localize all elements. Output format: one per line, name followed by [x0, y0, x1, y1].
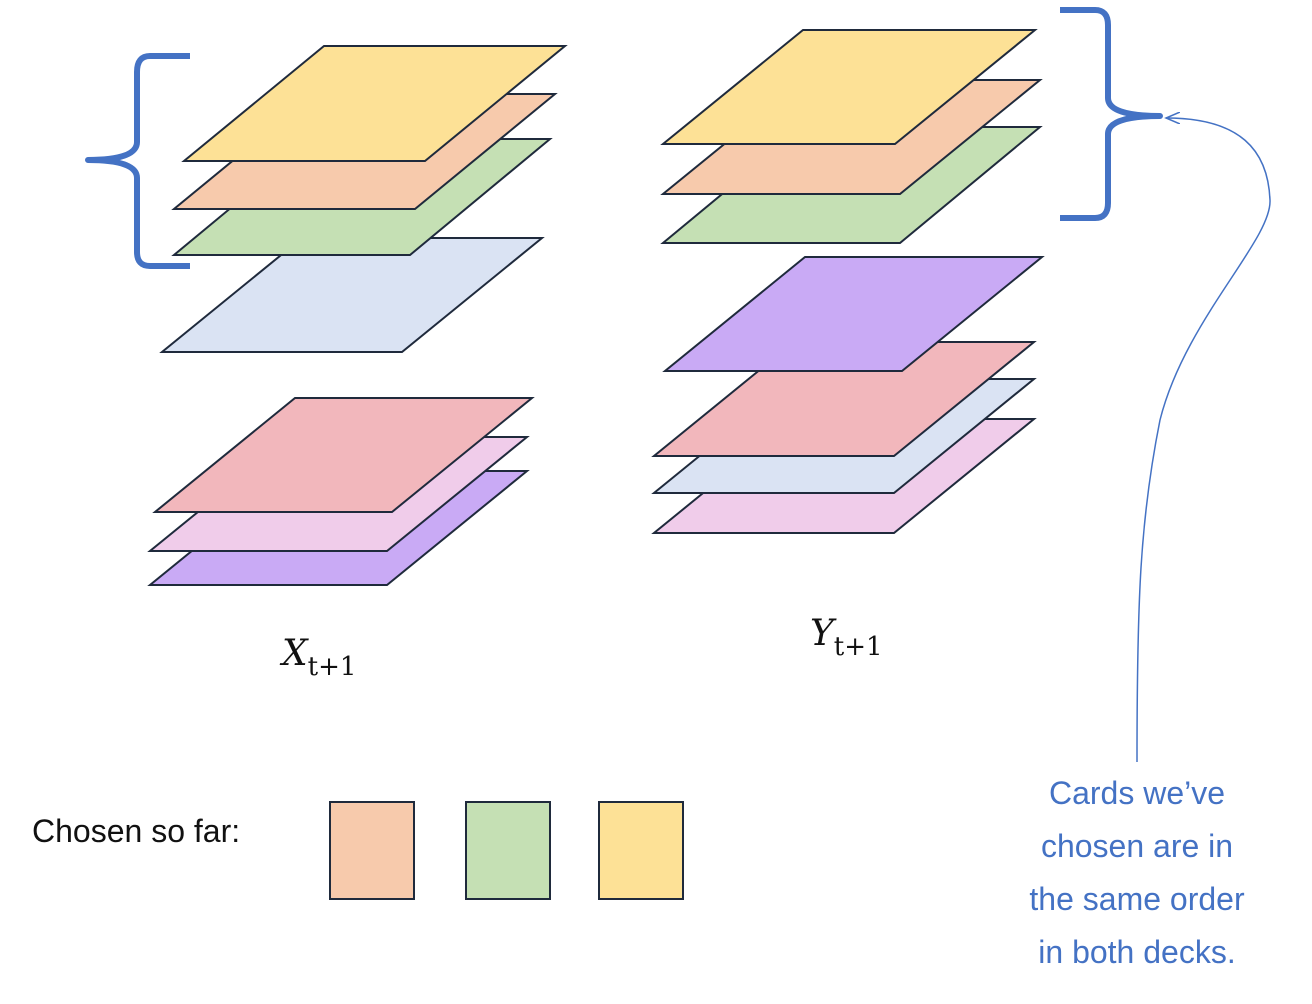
chosen-card-yellow [598, 801, 684, 900]
chosen-card-peach [329, 801, 415, 900]
chosen-label: Chosen so far: [32, 813, 240, 849]
deck-y-top-bracket [1060, 7, 1163, 221]
deck-y-card-purple [662, 256, 1045, 372]
annotation-arrow [1136, 118, 1271, 763]
chosen-card-green [465, 801, 551, 900]
deck-y-label: Yt+1 [810, 613, 883, 662]
deck-x-card-lightblue [159, 237, 545, 353]
annotation-line: in both decks. [1038, 934, 1235, 970]
annotation-line: chosen are in [1041, 828, 1233, 864]
deck-x-top-bracket [85, 53, 190, 269]
deck-y-card-yellow [660, 29, 1038, 145]
deck-y-card-pink [651, 341, 1037, 457]
deck-x-label: Xt+1 [279, 633, 356, 682]
annotation-line: the same order [1029, 881, 1245, 917]
annotation-text: Cards we’ve chosen are in the same order… [1029, 775, 1245, 970]
deck-x [147, 45, 568, 586]
chosen-cards [329, 801, 684, 900]
annotation-line: Cards we’ve [1049, 775, 1225, 811]
deck-y [651, 29, 1045, 534]
deck-x-card-pink [152, 397, 535, 513]
deck-x-card-yellow [181, 45, 568, 162]
